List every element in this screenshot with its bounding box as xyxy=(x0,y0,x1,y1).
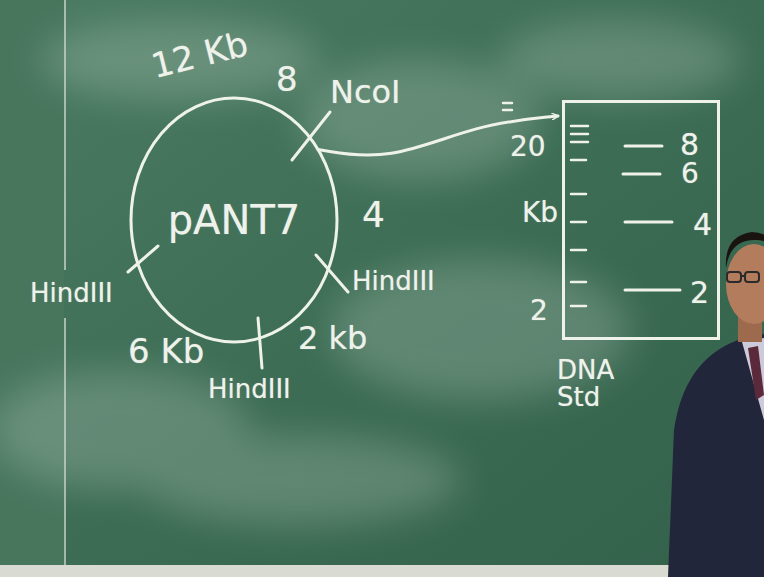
band-size: 6 xyxy=(681,159,699,188)
gel-bands xyxy=(623,146,680,290)
band-size: 8 xyxy=(680,129,699,161)
ladder-size: 20 xyxy=(510,132,546,161)
plasmid-name: pANT7 xyxy=(168,199,301,241)
ladder-unit: Kb xyxy=(522,198,558,227)
lecturer-figure xyxy=(668,232,764,577)
fragment-size: 2 kb xyxy=(298,322,367,356)
band-size: 2 xyxy=(690,277,709,309)
eraser-smudges xyxy=(0,20,740,525)
enzyme-name: HindIII xyxy=(208,376,291,403)
gel-box: 8642DNA Std xyxy=(562,100,720,340)
board-edge-line xyxy=(64,0,66,270)
board-edge-line xyxy=(64,318,66,565)
plasmid-ring xyxy=(131,98,337,342)
fragment-size: 8 xyxy=(276,62,298,98)
fragment-size: 6 Kb xyxy=(128,334,204,370)
fragment-size: 4 xyxy=(362,196,385,234)
plasmid-circle: pANT7 xyxy=(128,95,340,345)
chalk-ledge xyxy=(0,565,764,577)
ladder-ticks xyxy=(503,103,588,306)
enzyme-name: HindIII xyxy=(30,280,113,307)
ladder-size: 2 xyxy=(530,296,548,325)
band-size: 4 xyxy=(693,209,712,241)
lane-caption: DNA Std xyxy=(557,357,637,412)
enzyme-name: HindIII xyxy=(352,268,435,295)
enzyme-name: NcoI xyxy=(330,76,401,110)
